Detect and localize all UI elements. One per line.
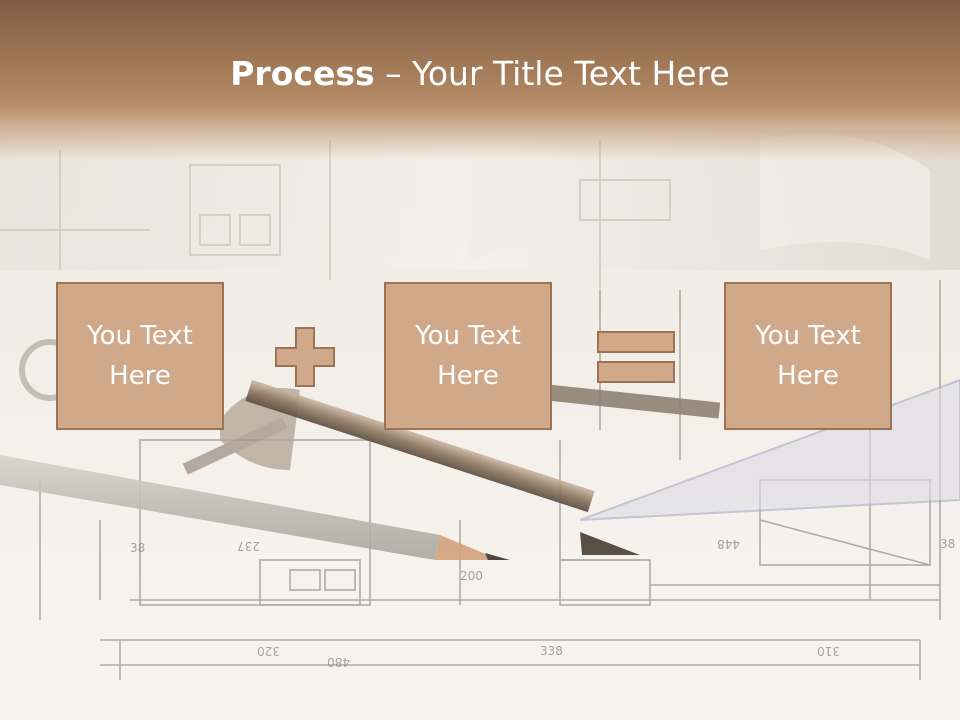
title-band xyxy=(0,0,960,160)
slide-title: Process – Your Title Text Here xyxy=(0,52,960,96)
svg-text:200: 200 xyxy=(460,569,483,583)
process-box-3[interactable]: You Text Here xyxy=(724,282,892,430)
title-rest: – Your Title Text Here xyxy=(374,54,730,93)
svg-text:338: 338 xyxy=(540,644,563,658)
process-box-2[interactable]: You Text Here xyxy=(384,282,552,430)
process-box-1[interactable]: You Text Here xyxy=(56,282,224,430)
svg-text:310: 310 xyxy=(817,644,840,658)
svg-text:237: 237 xyxy=(237,539,260,553)
process-box-2-label: You Text Here xyxy=(415,321,521,391)
svg-text:38: 38 xyxy=(940,537,955,551)
process-box-1-label: You Text Here xyxy=(87,321,193,391)
title-bold: Process xyxy=(230,54,375,93)
svg-text:448: 448 xyxy=(717,537,740,551)
equals-icon xyxy=(597,331,675,383)
plus-icon xyxy=(275,327,335,387)
process-box-3-label: You Text Here xyxy=(755,321,861,391)
svg-text:38: 38 xyxy=(130,541,145,555)
svg-text:320: 320 xyxy=(257,644,280,658)
svg-text:480: 480 xyxy=(327,655,350,669)
